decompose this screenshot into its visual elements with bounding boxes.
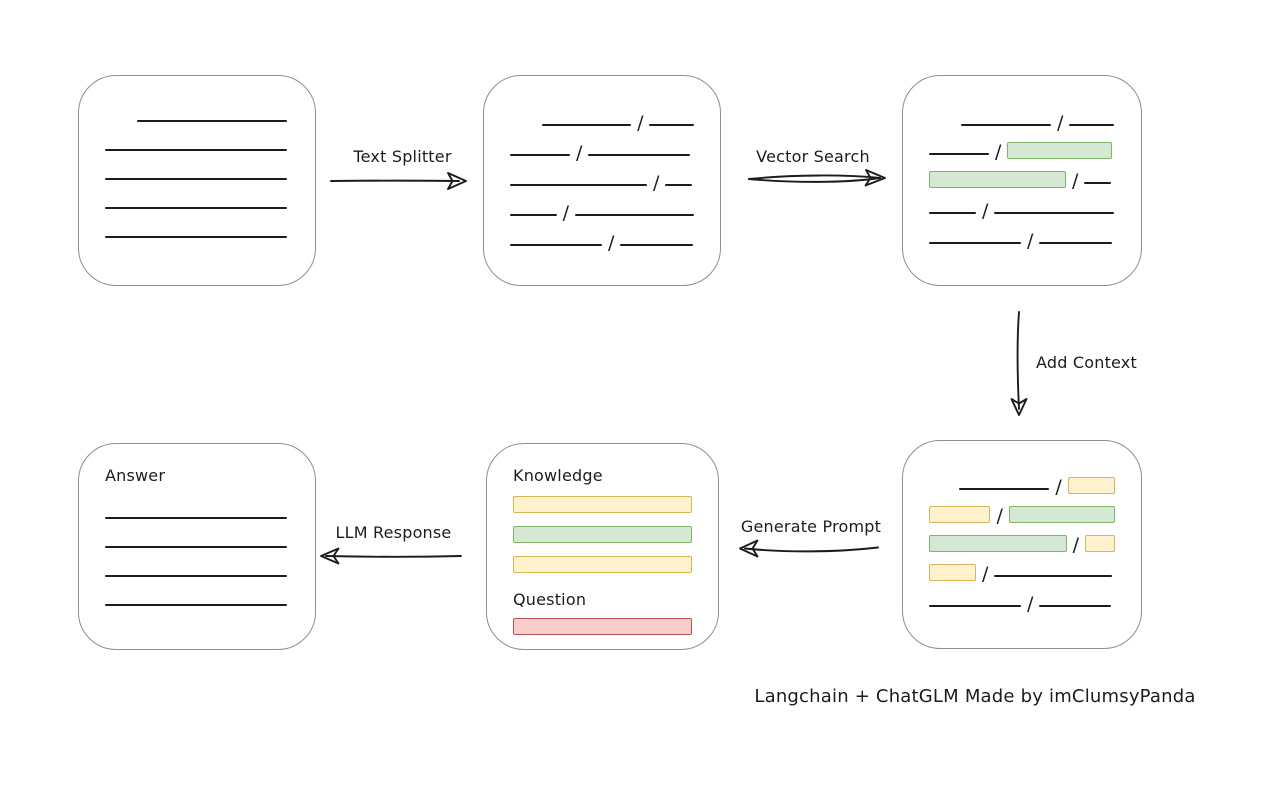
- split-text-lines: / / / / /: [484, 76, 720, 285]
- yellow-highlight-bar: [513, 496, 692, 513]
- slash-separator: /: [562, 202, 570, 224]
- llm-response-arrow: [320, 547, 462, 565]
- text-line: [665, 184, 693, 186]
- slash-separator: /: [637, 112, 644, 134]
- red-highlight-bar: [513, 618, 692, 635]
- slash-separator: /: [608, 232, 615, 254]
- text-line: [105, 546, 287, 548]
- add-context-arrow: [1010, 311, 1028, 416]
- vector-search-label: Vector Search: [756, 147, 870, 166]
- text-line: [620, 244, 694, 246]
- text-line: [575, 214, 694, 216]
- slash-separator: /: [1057, 112, 1064, 134]
- slash-separator: /: [996, 505, 1003, 527]
- slash-separator: /: [1027, 593, 1034, 615]
- generate-prompt-arrow: [739, 539, 879, 558]
- text-line: [510, 214, 557, 216]
- green-highlight-bar: [1007, 142, 1113, 159]
- text-line: [588, 154, 691, 156]
- text-line: [1039, 605, 1112, 607]
- text-line: [961, 124, 1051, 126]
- vector-search-arrow: [748, 169, 886, 187]
- slash-separator: /: [982, 563, 989, 585]
- add-context-label: Add Context: [1036, 353, 1137, 372]
- vector-search-result-box: / / / / /: [902, 75, 1142, 286]
- slash-separator: /: [982, 200, 989, 222]
- slash-separator: /: [576, 142, 583, 164]
- slash-separator: /: [995, 141, 1002, 163]
- green-highlight-bar: [513, 526, 692, 543]
- document-lines: [79, 76, 315, 285]
- answer-label: Answer: [105, 466, 166, 485]
- green-highlight-bar: [929, 535, 1067, 552]
- slash-separator: /: [1072, 170, 1079, 192]
- text-line: [105, 604, 287, 606]
- text-line: [649, 124, 694, 126]
- vector-result-lines: / / / / /: [903, 76, 1141, 285]
- text-line: [994, 212, 1115, 214]
- text-splitter-label: Text Splitter: [353, 147, 452, 166]
- slash-separator: /: [653, 172, 660, 194]
- yellow-highlight-bar: [929, 506, 991, 523]
- llm-response-label: LLM Response: [335, 523, 452, 542]
- slash-separator: /: [1027, 230, 1034, 252]
- text-line: [510, 184, 647, 186]
- text-line: [1084, 182, 1112, 184]
- text-line: [929, 212, 976, 214]
- text-line: [105, 517, 287, 519]
- context-result-box: / / / / /: [902, 440, 1142, 649]
- yellow-highlight-bar: [1067, 477, 1115, 494]
- text-line: [105, 236, 287, 238]
- text-splitter-arrow: [330, 172, 467, 190]
- yellow-highlight-bar: [513, 556, 692, 573]
- text-line: [137, 120, 287, 122]
- answer-content: Answer: [79, 444, 315, 649]
- text-line: [1069, 124, 1115, 126]
- text-line: [510, 244, 602, 246]
- yellow-highlight-bar: [929, 564, 976, 581]
- text-line: [105, 575, 287, 577]
- text-line: [105, 149, 287, 151]
- text-line: [542, 124, 632, 126]
- text-line: [959, 488, 1050, 490]
- text-line: [1039, 242, 1113, 244]
- source-document-box: [78, 75, 316, 286]
- generate-prompt-label: Generate Prompt: [740, 517, 882, 536]
- text-line: [510, 154, 570, 156]
- diagram-caption: Langchain + ChatGLM Made by imClumsyPand…: [754, 686, 1196, 707]
- text-line: [929, 242, 1021, 244]
- yellow-highlight-bar: [1085, 535, 1115, 552]
- text-line: [105, 207, 287, 209]
- text-line: [929, 153, 989, 155]
- green-highlight-bar: [929, 171, 1066, 188]
- question-label: Question: [513, 590, 587, 609]
- knowledge-label: Knowledge: [513, 466, 603, 485]
- answer-box: Answer: [78, 443, 316, 650]
- text-line: [994, 575, 1113, 577]
- split-text-box: / / / / /: [483, 75, 721, 286]
- text-line: [105, 178, 287, 180]
- green-highlight-bar: [1008, 506, 1115, 523]
- slash-separator: /: [1072, 534, 1080, 556]
- text-line: [929, 605, 1021, 607]
- context-result-lines: / / / / /: [903, 441, 1141, 648]
- slash-separator: /: [1055, 476, 1062, 498]
